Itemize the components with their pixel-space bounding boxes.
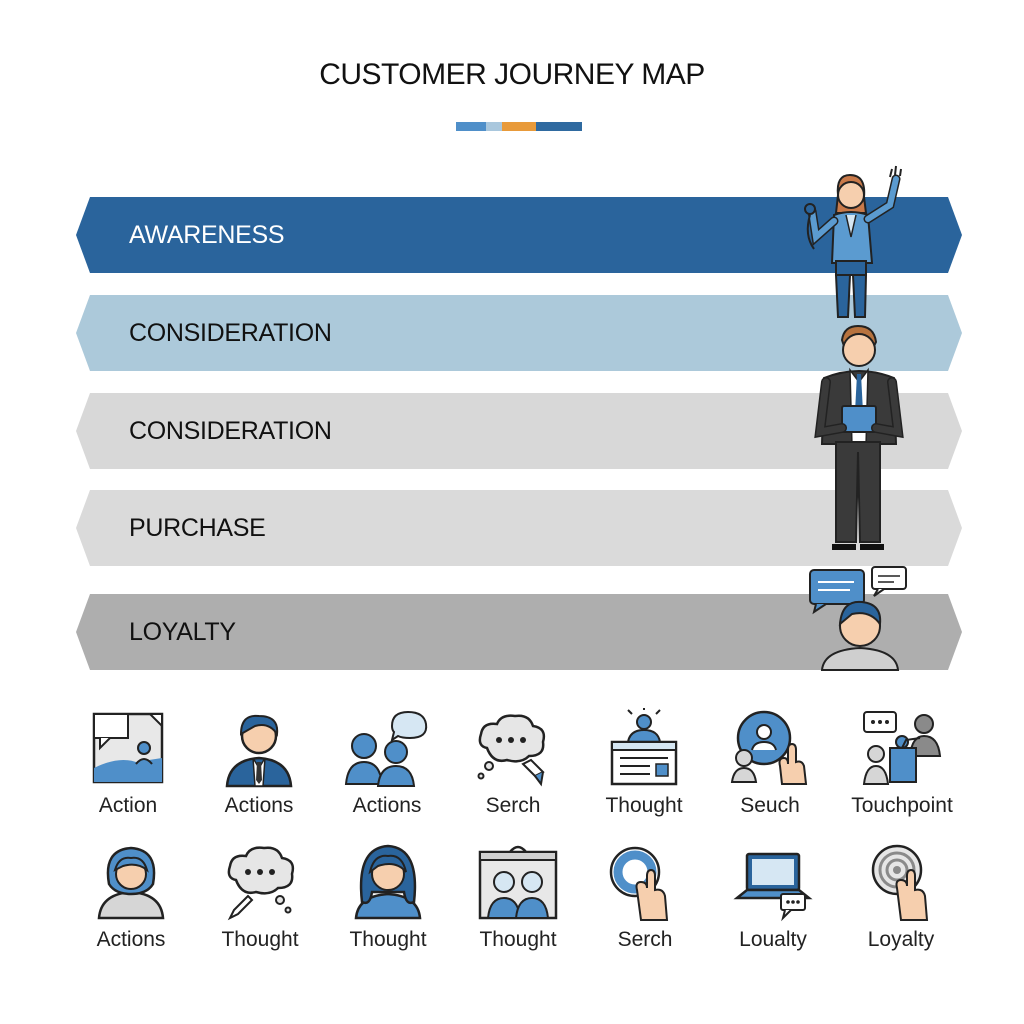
icon-label: Actions <box>96 928 166 951</box>
presentation-board-icon <box>478 845 558 920</box>
businessman-icon <box>225 714 293 788</box>
woman-portrait-icon <box>354 844 422 920</box>
icon-label: Actions <box>352 794 422 817</box>
woman-waving-figure <box>804 165 902 318</box>
icon-label: Seuch <box>740 794 800 817</box>
icon-cell-actions-3: Actions <box>66 842 196 952</box>
businessman-figure <box>814 324 904 550</box>
icon-label: Loualty <box>739 928 807 951</box>
icon-label: Action <box>98 794 158 817</box>
icon-cell-serch-2: Serch <box>580 842 710 952</box>
fingerprint-touch-icon <box>871 844 929 921</box>
stage-label: CONSIDERATION <box>129 318 332 347</box>
accent-segment <box>502 122 536 131</box>
icon-label: Loyalty <box>867 928 935 951</box>
icon-cell-serch-1: Serch <box>448 708 578 818</box>
loyalty-person-figure <box>809 566 907 671</box>
stage-label: PURCHASE <box>129 513 266 542</box>
stage-label: AWARENESS <box>129 220 285 249</box>
laptop-chat-icon <box>733 852 813 922</box>
group-chat-icon <box>344 710 428 787</box>
icon-cell-thought-2: Thought <box>195 842 325 952</box>
stage-band-consideration-2: CONSIDERATION <box>76 393 962 469</box>
stage-label: CONSIDERATION <box>129 416 332 445</box>
thought-cloud-pen-icon <box>477 714 546 787</box>
accent-segment <box>536 122 582 131</box>
icon-label: Serch <box>485 794 541 817</box>
icon-cell-loyalty: Loyalty <box>836 842 966 952</box>
icon-label: Thought <box>221 928 299 951</box>
icon-cell-actions-1: Actions <box>194 708 324 818</box>
image-frame-icon <box>92 712 164 784</box>
icon-cell-thought-1: Thought <box>579 708 709 818</box>
icon-label: Actions <box>224 794 294 817</box>
circle-touch-icon <box>609 846 669 921</box>
stage-band-consideration-1: CONSIDERATION <box>76 295 962 371</box>
title-accent-bar <box>456 122 582 131</box>
stage-label: LOYALTY <box>129 617 236 646</box>
globe-touch-icon <box>730 710 808 785</box>
icon-label: Thought <box>479 928 557 951</box>
woman-avatar-icon <box>97 846 165 920</box>
touchpoint-people-icon <box>862 711 942 785</box>
presenter-document-icon <box>610 708 678 786</box>
icon-label: Serch <box>617 928 673 951</box>
thought-bubble-pen-icon <box>227 846 295 921</box>
icon-cell-seuch: Seuch <box>705 708 835 818</box>
icon-label: Thought <box>605 794 683 817</box>
icon-label: Thought <box>349 928 427 951</box>
icon-cell-actions-2: Actions <box>322 708 452 818</box>
icon-cell-action: Action <box>63 708 193 818</box>
accent-segment <box>486 122 502 131</box>
accent-segment <box>456 122 486 131</box>
stage-band-purchase: PURCHASE <box>76 490 962 566</box>
icon-cell-touchpoint: Touchpoint <box>837 708 967 818</box>
icon-cell-loualty: Loualty <box>708 842 838 952</box>
page-title: CUSTOMER JOURNEY MAP <box>319 58 705 91</box>
icon-label: Touchpoint <box>851 794 953 817</box>
icon-cell-thought-3: Thought <box>323 842 453 952</box>
icon-cell-thought-4: Thought <box>453 842 583 952</box>
